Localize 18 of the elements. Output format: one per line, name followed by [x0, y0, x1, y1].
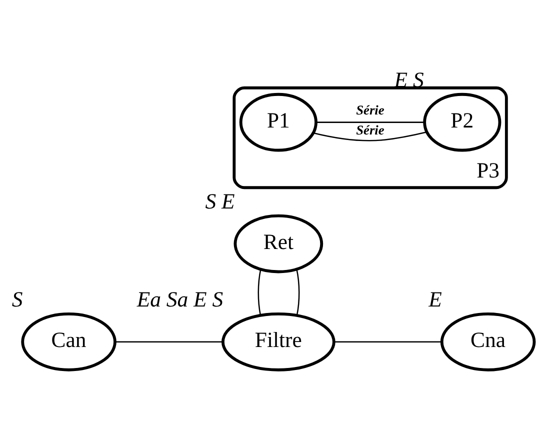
edge-label: Série: [356, 102, 384, 118]
node-label: S E: [205, 188, 235, 213]
node-label: Ea Sa E S: [136, 286, 224, 311]
connector: [313, 131, 427, 141]
connector: [115, 340, 223, 342]
node-label: E: [428, 286, 442, 311]
node-ellipse: P1: [239, 92, 318, 152]
connector: [258, 268, 262, 316]
connector: [296, 268, 300, 315]
edge-label: Série: [356, 122, 384, 138]
node-ellipse: Ret: [234, 214, 324, 273]
connector: [334, 340, 442, 342]
node-label: S: [12, 286, 23, 311]
connector: [316, 121, 424, 122]
node-ellipse: Can: [21, 312, 116, 371]
node-ellipse: Cna: [440, 312, 536, 371]
node-ellipse: Filtre: [221, 312, 336, 371]
node-ellipse: P2: [423, 92, 502, 152]
